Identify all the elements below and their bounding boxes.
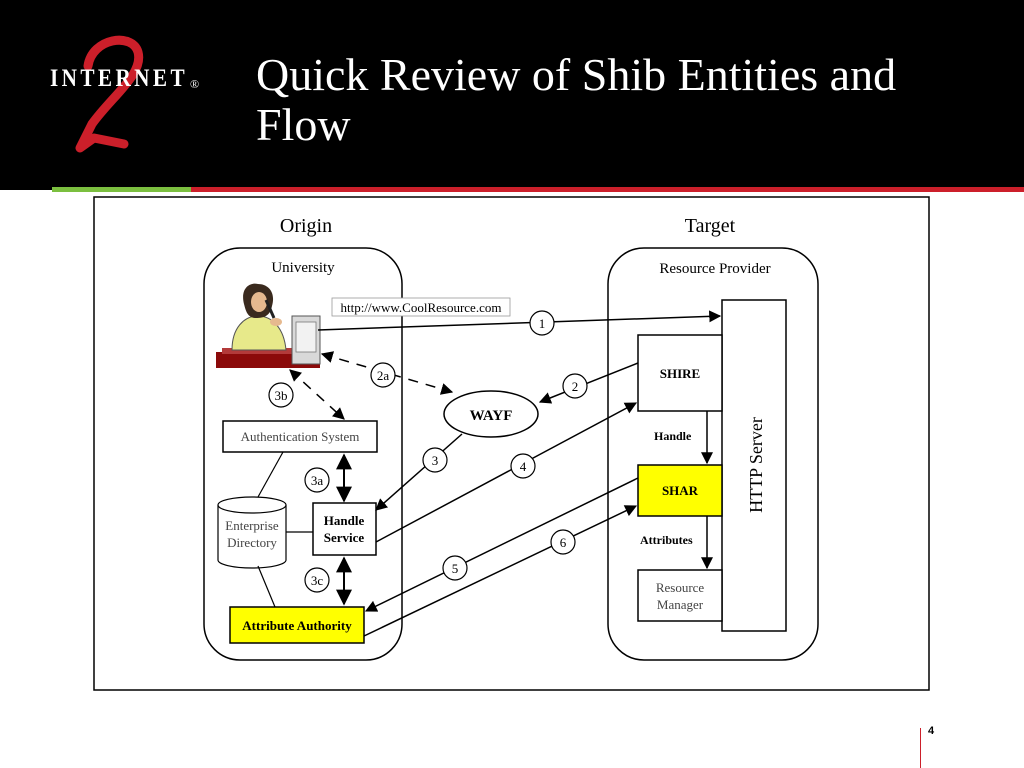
step-circle-1: 1 [529, 310, 555, 336]
shar-label: SHAR [662, 483, 699, 498]
http-server-label: HTTP Server [746, 417, 766, 513]
svg-text:1: 1 [539, 316, 546, 331]
svg-text:2: 2 [572, 379, 579, 394]
attribute-authority-box [229, 606, 365, 644]
http-server-box [721, 299, 787, 632]
step-circle-3a: 3a [304, 467, 330, 493]
step-circle-3: 3 [422, 447, 448, 473]
page-number: 4 [928, 725, 935, 737]
university-label: University [271, 260, 335, 276]
resource-manager-label-1: Resource [656, 580, 705, 595]
enterprise-directory-label-2: Directory [227, 535, 277, 550]
resource-manager-box [637, 569, 723, 622]
logo-text: INTERNET [50, 65, 188, 92]
step-circle-3b: 3b [268, 382, 294, 408]
flow-arrow-1 [317, 310, 722, 331]
user-computer-icon [216, 283, 321, 368]
handle-flow-label: Handle [654, 429, 692, 443]
svg-text:2a: 2a [377, 368, 390, 383]
wayf-ellipse [443, 390, 539, 438]
svg-text:4: 4 [520, 459, 527, 474]
flow-arrow-3b [289, 369, 345, 420]
step-circle-2: 2 [562, 373, 588, 399]
flow-arrow-2 [538, 362, 639, 404]
handle-service-label-1: Handle [324, 513, 365, 528]
svg-text:3b: 3b [275, 388, 288, 403]
flow-arrow-4 [375, 402, 638, 543]
target-label: Target [685, 215, 736, 237]
header-accent-green [52, 187, 191, 192]
svg-text:5: 5 [452, 561, 459, 576]
resource-provider-label: Resource Provider [659, 261, 770, 277]
header-accent-red [191, 187, 1024, 192]
url-box [331, 297, 511, 317]
logo-registered-mark: ® [190, 77, 199, 91]
enterprise-directory-label-1: Enterprise [225, 518, 279, 533]
wayf-label: WAYF [470, 408, 513, 424]
enterprise-directory-cylinder [217, 496, 287, 569]
attribute-authority-label: Attribute Authority [242, 618, 352, 633]
flow-arrow-3 [375, 433, 463, 511]
svg-text:6: 6 [560, 535, 567, 550]
handle-service-label-2: Service [324, 530, 365, 545]
diagram-frame [93, 196, 930, 691]
flow-arrow-6 [363, 505, 638, 637]
authentication-system-label: Authentication System [241, 429, 360, 444]
url-label: http://www.CoolResource.com [341, 300, 502, 315]
svg-text:3a: 3a [311, 473, 324, 488]
logo-numeral-two [75, 35, 144, 153]
step-circle-6: 6 [550, 529, 576, 555]
internet2-logo: INTERNET ® [50, 35, 199, 153]
slide-header [0, 0, 1024, 190]
page-number-rule [920, 728, 921, 768]
shar-box [637, 464, 723, 517]
svg-text:3: 3 [432, 453, 439, 468]
shire-label: SHIRE [660, 366, 700, 381]
step-circle-5: 5 [442, 555, 468, 581]
step-circle-3c: 3c [304, 567, 330, 593]
flow-arrow-5 [364, 477, 639, 612]
shire-box [637, 334, 723, 412]
university-region [203, 247, 403, 661]
handle-service-box [312, 502, 377, 556]
resource-provider-region [607, 247, 819, 661]
step-circle-4: 4 [510, 453, 536, 479]
origin-label: Origin [280, 215, 332, 237]
flow-arrow-2a [320, 351, 454, 395]
slide-title: Quick Review of Shib Entities and Flow [256, 49, 897, 150]
step-circle-2a: 2a [370, 362, 396, 388]
attributes-flow-label: Attributes [640, 533, 693, 547]
authentication-system-box [222, 420, 378, 453]
svg-text:3c: 3c [311, 573, 324, 588]
resource-manager-label-2: Manager [657, 597, 704, 612]
